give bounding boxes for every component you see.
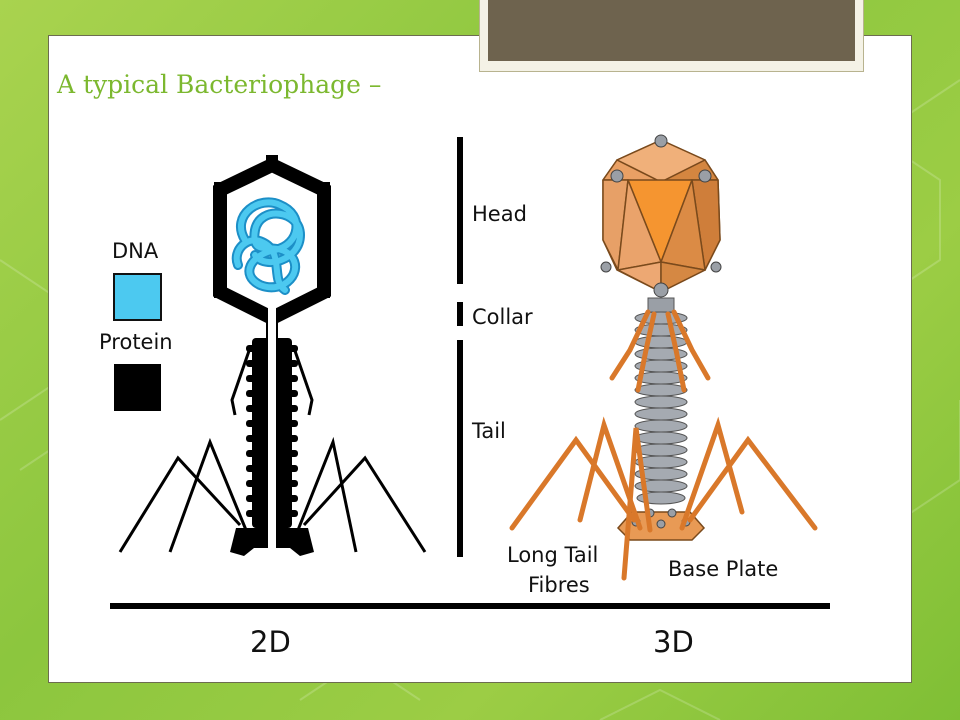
phage-3d-head-nodes [600, 134, 722, 298]
phage-2d-dna-inner [233, 199, 304, 293]
baseline-divider [110, 603, 830, 609]
legend-protein-swatch [114, 364, 161, 411]
parts-divider [457, 137, 463, 557]
phage-3d-short-fibres [609, 309, 711, 393]
label-tail: Tail [471, 419, 506, 443]
label-head: Head [472, 202, 527, 226]
phage-2d-head [213, 157, 331, 326]
label-long-tail-fibres-line2: Fibres [528, 573, 590, 597]
phage-3d-long-fibres [509, 416, 818, 581]
label-collar: Collar [472, 305, 533, 329]
caption-3d: 3D [653, 625, 694, 659]
slide-title: A typical Bacteriophage – [57, 70, 382, 99]
label-long-tail-fibres-line1: Long Tail [507, 543, 598, 567]
title-tab-decoration [479, 0, 864, 72]
legend-protein-label: Protein [99, 330, 173, 354]
phage-3d [509, 134, 818, 581]
phage-3d-head [602, 139, 721, 293]
slide-card [48, 35, 912, 683]
phage-2d-fibres [118, 347, 427, 553]
label-base-plate: Base Plate [668, 557, 778, 581]
phage-2d [118, 155, 427, 565]
caption-2d: 2D [250, 625, 291, 659]
legend-dna-swatch [113, 273, 162, 321]
title-tab-panel [488, 0, 855, 61]
legend-dna-label: DNA [112, 239, 159, 263]
